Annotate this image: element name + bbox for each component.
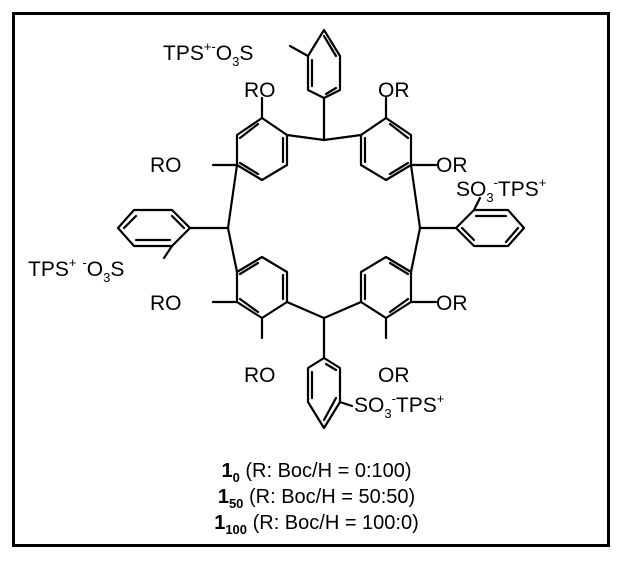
or-label-3: OR xyxy=(436,292,468,315)
or-label-1: OR xyxy=(378,79,410,102)
ro-label-1: RO xyxy=(244,79,276,102)
ro-label-3: RO xyxy=(150,292,182,315)
sulfonate-label-right: SO3-TPS+ xyxy=(456,175,546,205)
phenyl-ring-right xyxy=(454,196,526,248)
ro-label-4: RO xyxy=(244,364,276,387)
or-label-4: OR xyxy=(378,364,410,387)
methine-bridges xyxy=(188,96,458,360)
caption-line-2: 150 (R: Boc/H = 50:50) xyxy=(217,486,416,511)
aromatic-ring-top-right xyxy=(359,116,413,182)
caption-line-1: 10 (R: Boc/H = 0:100) xyxy=(221,460,412,485)
sulfonate-label-top: TPS+-O3S xyxy=(163,39,253,69)
aromatic-ring-bottom-right xyxy=(359,255,413,320)
aromatic-ring-bottom-left xyxy=(235,255,289,320)
phenyl-ring-left xyxy=(116,208,192,260)
aromatic-ring-top-left xyxy=(235,116,289,182)
sulfonate-label-left: TPS+-O3S xyxy=(28,255,124,285)
or-label-2: OR xyxy=(436,154,468,177)
sulfonate-label-bottom: SO3-TPS+ xyxy=(354,391,444,421)
hydroxyl-bonds xyxy=(211,96,438,340)
phenyl-ring-top xyxy=(288,28,342,100)
phenyl-ring-bottom xyxy=(306,356,354,430)
ro-label-2: RO xyxy=(150,154,182,177)
caption-line-3: 1100 (R: Boc/H = 100:0) xyxy=(214,512,419,537)
figure-frame xyxy=(12,12,610,547)
